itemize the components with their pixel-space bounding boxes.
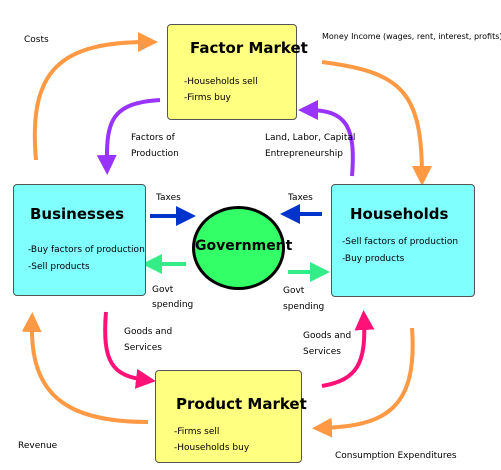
costs-arrow	[32, 32, 158, 161]
land-labor-capital-label-1: Land, Labor, Capital	[265, 133, 356, 143]
revenue-label: Revenue	[18, 441, 58, 451]
revenue-arrow	[21, 312, 149, 424]
households-line-2: -Buy products	[342, 254, 405, 264]
businesses-box: Businesses -Buy factors of production -S…	[13, 184, 146, 296]
money-income-label: Money Income (wages, rent, interest, pro…	[322, 32, 501, 41]
govt-spending-left-label-2: spending	[152, 300, 194, 310]
goods-services-left-arrow	[103, 311, 156, 389]
goods-services-left-label-1: Goods and	[124, 327, 173, 337]
businesses-line-2: -Sell products	[28, 262, 90, 272]
taxes-left-label: Taxes	[156, 193, 181, 203]
consumption-expenditures-label: Consumption Expenditures	[335, 451, 457, 461]
money-income-arrow	[321, 60, 432, 186]
factors-of-production-label-2: Production	[131, 149, 179, 159]
product-market-title: Product Market	[176, 395, 307, 413]
land-labor-capital-label-2: Entrepreneurship	[265, 149, 343, 159]
businesses-line-1: -Buy factors of production	[28, 245, 145, 255]
factor-market-line-2: -Firms buy	[184, 93, 231, 103]
government-title: Government	[195, 238, 293, 254]
goods-services-right-arrow	[321, 310, 375, 388]
consumption-expenditures-arrow	[312, 327, 415, 438]
households-line-1: -Sell factors of production	[342, 237, 459, 247]
product-market-line-2: -Households buy	[174, 443, 250, 453]
factor-market-line-1: -Households sell	[184, 77, 258, 87]
goods-services-left-label-2: Services	[124, 343, 162, 353]
factor-market-title: Factor Market	[190, 39, 308, 57]
product-market-box: Product Market -Firms sell -Households b…	[155, 370, 307, 463]
govt-spending-right-label-1: Govt	[283, 286, 305, 296]
goods-services-right-label-1: Goods and	[303, 331, 352, 341]
businesses-title: Businesses	[30, 205, 124, 223]
govt-spending-right-label-2: spending	[283, 302, 325, 312]
land-labor-capital-arrow	[298, 100, 355, 177]
government-circle: Government	[192, 206, 293, 290]
factors-of-production-arrow	[96, 98, 161, 175]
product-market-line-1: -Firms sell	[174, 427, 220, 437]
govt-spending-left-label-1: Govt	[152, 285, 174, 295]
households-box: Households -Sell factors of production -…	[331, 184, 475, 297]
goods-services-right-label-2: Services	[303, 347, 341, 357]
factor-market-box: Factor Market -Households sell -Firms bu…	[167, 24, 308, 120]
factors-of-production-label-1: Factors of	[131, 133, 175, 143]
costs-label: Costs	[24, 35, 49, 45]
households-title: Households	[350, 205, 449, 223]
taxes-right-label: Taxes	[288, 193, 313, 203]
